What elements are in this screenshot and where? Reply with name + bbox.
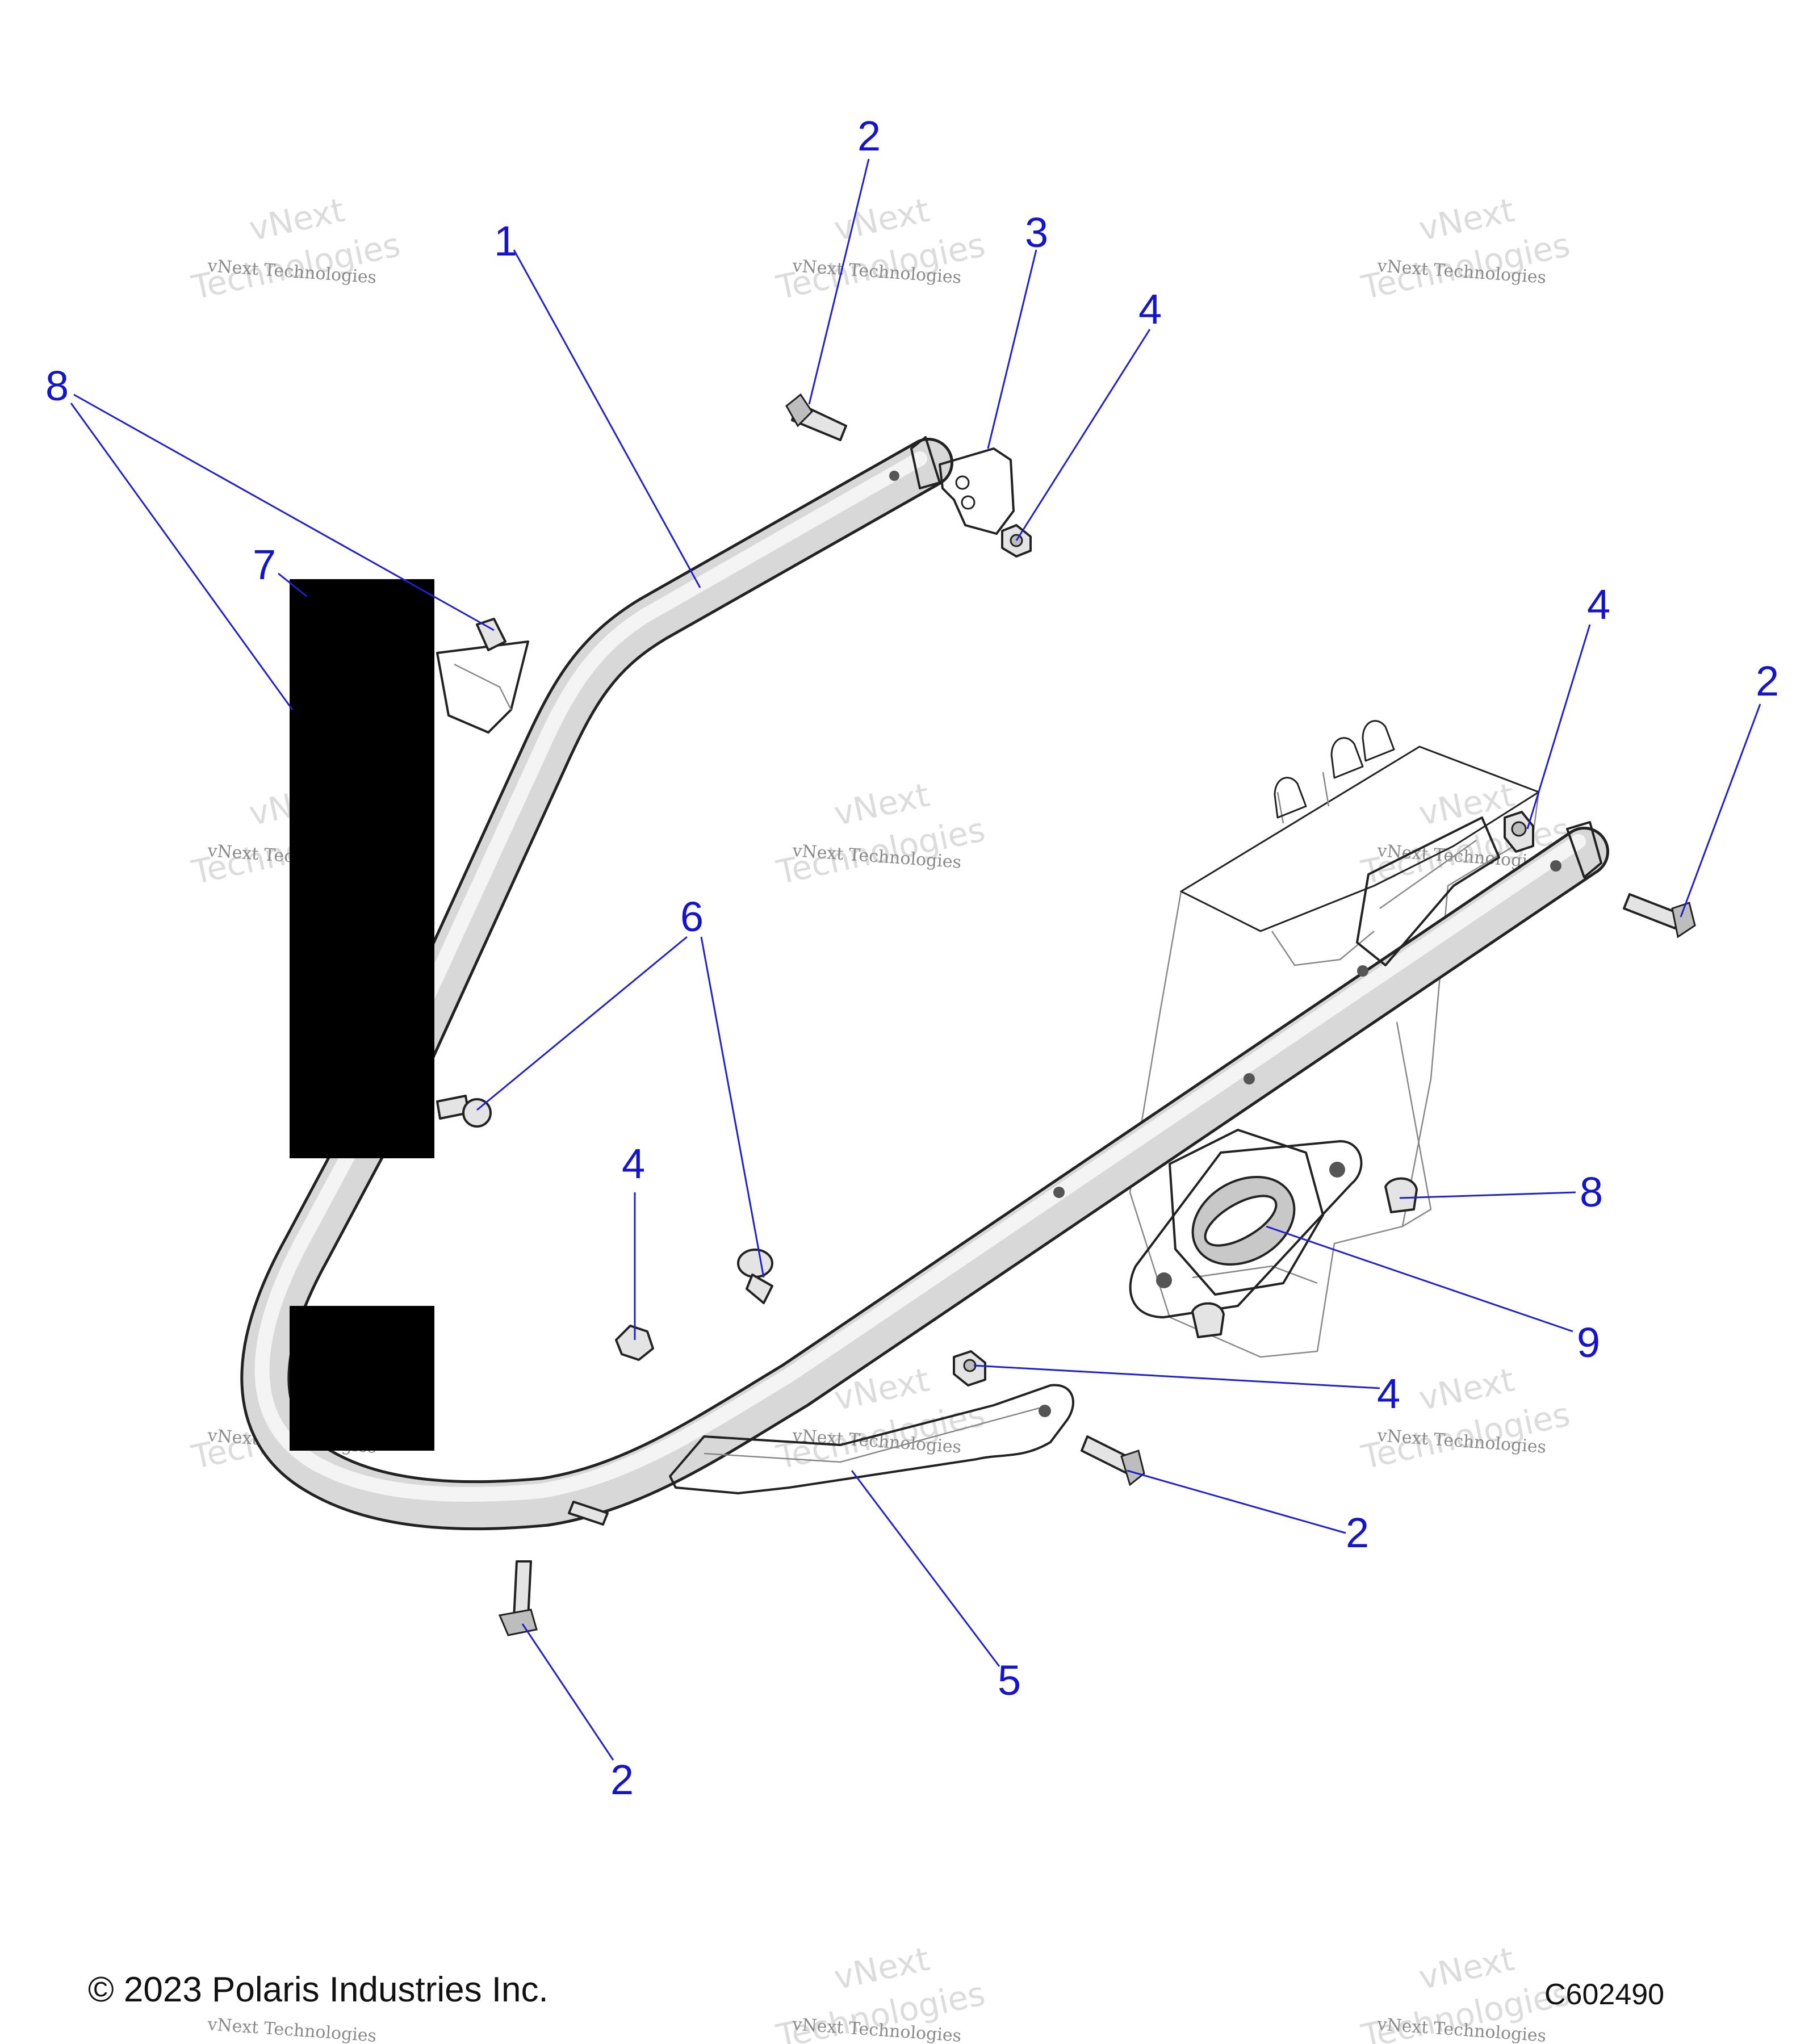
watermark-5: Technologies vNext [773,776,989,892]
tube-hole [1357,965,1368,977]
tube-hole [1053,1187,1065,1198]
part-1-bumper-tube [240,436,1609,1531]
callout-4-right: 4 [1587,581,1610,628]
callout-2-right: 2 [1756,657,1779,705]
callout-9: 9 [1577,1319,1600,1366]
tube-hole [1244,1073,1255,1084]
clip-7 [476,618,506,651]
diagram-code: C602490 [1544,1978,1664,2011]
nut-4-right [1504,811,1534,853]
callout-2-bottom: 2 [610,1756,634,1803]
bolt-2-top [785,393,847,441]
bolt-2-bottom [498,1560,538,1636]
watermark-1: Technologies vNext [188,191,404,307]
part-5-lower-bracket [669,1384,1074,1494]
bolt-2-right [1623,893,1696,939]
callout-6: 6 [680,893,704,940]
upper-left-bracket [436,640,529,734]
nut-4-middle [953,1350,986,1387]
watermark-3: Technologies vNext [1358,191,1573,307]
bolt-2-lower-left [568,1501,609,1526]
clip-8-lower [1191,1302,1225,1338]
nut-4-left [615,1325,654,1361]
nut-4-top [1001,524,1032,558]
bolt-2-middle [1081,1435,1145,1486]
callout-4-left: 4 [622,1140,645,1187]
watermark-2: Technologies vNext [773,191,989,307]
clip-8-right [1384,1177,1418,1213]
callout-2-top: 2 [857,112,881,160]
rivet-6-middle [737,1249,773,1304]
callout-5: 5 [998,1657,1021,1704]
part-9-hitch-plate [1129,1129,1363,1318]
callout-4-middle: 4 [1377,1370,1400,1417]
callout-8-left: 8 [45,362,69,409]
watermark-small: vNext Technologies [206,2014,377,2044]
part-3-small-bracket [939,447,1015,535]
callouts: 1 2 2 2 2 2 3 4 4 4 4 5 6 7 8 8 9 [45,112,1779,1803]
callout-7: 7 [253,541,276,588]
panel-assembly [1129,720,1540,1358]
upper-right-bracket [1356,816,1500,966]
callout-2-middle: 2 [1346,1509,1369,1556]
callout-8-right: 8 [1580,1168,1603,1216]
callout-3: 3 [1025,209,1048,256]
rivet-6-left [436,1095,492,1128]
redaction-block [290,579,434,1158]
leader-lines [70,158,1761,1761]
callout-4-top: 4 [1138,286,1162,333]
redaction-block [290,1306,434,1451]
tube-hole [889,471,899,481]
callout-1: 1 [494,217,517,265]
tube-hole [1550,860,1561,872]
copyright-text: © 2023 Polaris Industries Inc. [88,1970,549,2009]
